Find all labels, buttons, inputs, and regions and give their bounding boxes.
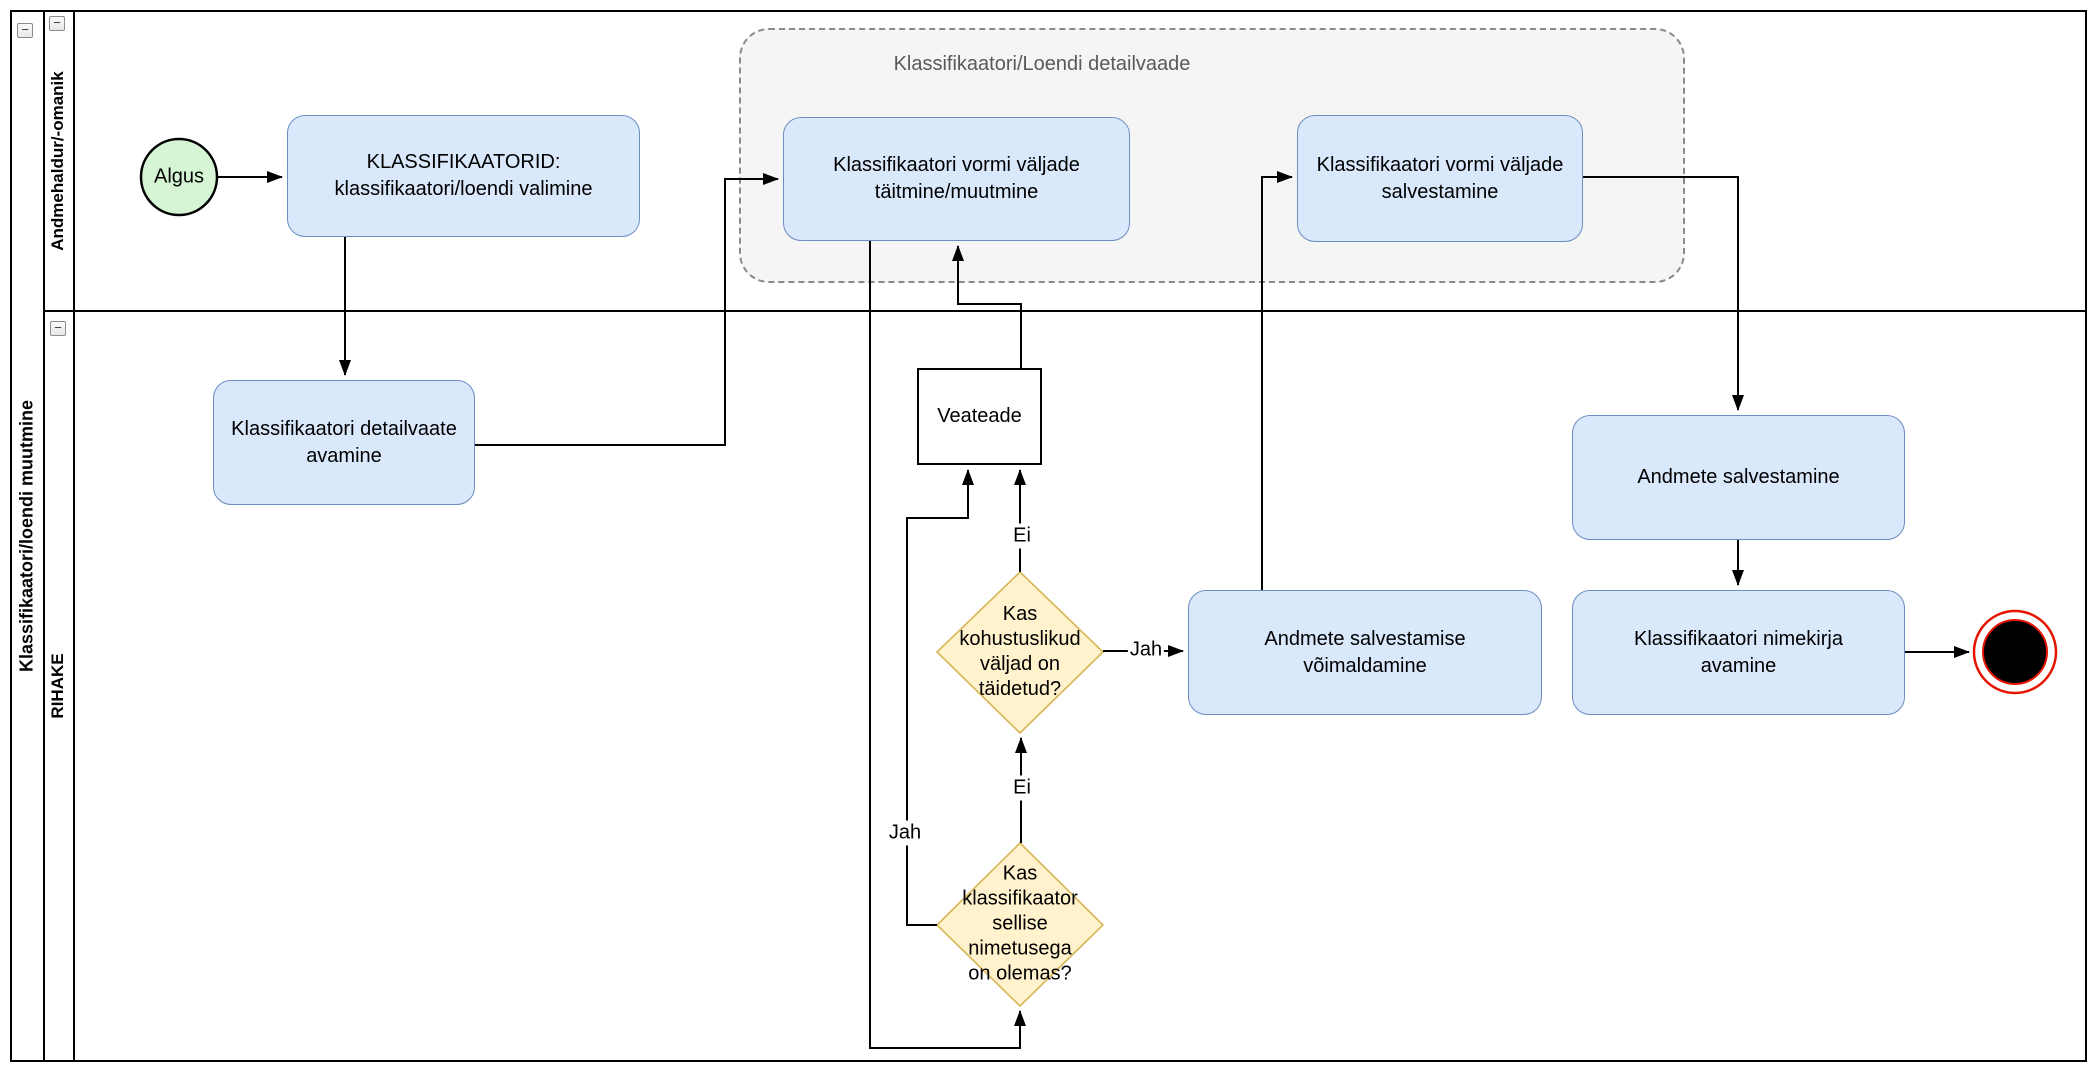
task-veateade[interactable]: Veateade [917, 368, 1042, 465]
edge-label-jah: Jah [1127, 637, 1165, 663]
task-klassifikaatorid-valimine[interactable]: KLASSIFIKAATORID: klassifikaatori/loendi… [287, 115, 640, 237]
edge-voimaldamine-to-vorm-salvestamine[interactable] [1261, 171, 1293, 590]
task-detailvaate-avamine[interactable]: Klassifikaatori detailvaate avamine [213, 380, 475, 505]
gateway-nimetusega-label: Kas klassifikaator sellise nimetusega on… [962, 862, 1078, 985]
task-salvestamise-voimaldamine[interactable]: Andmete salvestamise võimaldamine [1188, 590, 1542, 715]
collapse-minus-icon: − [53, 15, 61, 30]
edge-label-ei: Ei [1011, 523, 1033, 549]
edge-label-ei: Ei [1011, 775, 1033, 801]
lane1-collapse-button[interactable]: − [49, 16, 65, 31]
edge-taitmine-to-nimetusega[interactable] [869, 241, 1026, 1049]
edge-vorm-salvestamine-to-andmete-salvestamine[interactable] [1583, 176, 1744, 411]
start-event-label: Algus [153, 165, 205, 188]
edge-veateade-to-taitmine[interactable] [952, 245, 1022, 368]
lane-separator [43, 310, 2087, 312]
task-vormi-salvestamine[interactable]: Klassifikaatori vormi väljade salvestami… [1297, 115, 1583, 242]
pool-border [10, 10, 2087, 1062]
edge-label-jah: Jah [886, 820, 924, 846]
gateway-kohustuslikud-label: Kas kohustuslikud väljad on täidetud? [959, 603, 1081, 700]
edge-nimetusega-jah-to-veateade[interactable] [906, 469, 974, 926]
pool-title-divider [43, 10, 45, 1062]
task-andmete-salvestamine[interactable]: Andmete salvestamine [1572, 415, 1905, 540]
group-label: Klassifikaatori/Loendi detailvaade [893, 53, 1191, 75]
collapse-minus-icon: − [54, 320, 62, 335]
task-vormi-taitmine[interactable]: Klassifikaatori vormi väljade täitmine/m… [783, 117, 1130, 241]
edge-detailvaade-to-taitmine[interactable] [475, 173, 779, 446]
lane-label-divider [73, 10, 75, 1062]
collapse-minus-icon: − [21, 22, 29, 37]
task-nimekirja-avamine[interactable]: Klassifikaatori nimekirja avamine [1572, 590, 1905, 715]
lane2-collapse-button[interactable]: − [50, 321, 66, 336]
pool-collapse-button[interactable]: − [17, 23, 33, 38]
